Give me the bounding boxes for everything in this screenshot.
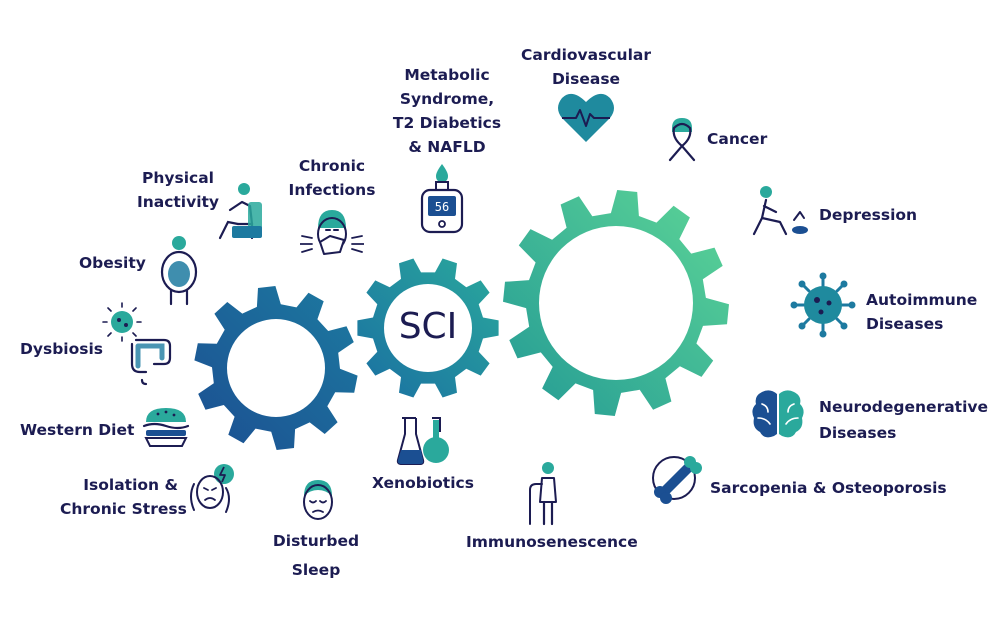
- label-depression: Depression: [819, 206, 918, 224]
- obese-person-icon: [160, 236, 198, 306]
- intestine-microbe-icon: [102, 302, 172, 386]
- center-label: SCI: [398, 306, 458, 347]
- glucose-meter-icon: 56: [420, 164, 464, 234]
- sad-sitting-person-icon: [752, 186, 808, 236]
- brain-icon: [752, 390, 804, 438]
- label-obesity: Obesity: [79, 254, 146, 272]
- label-immunosenescence: Immunosenescence: [466, 533, 638, 551]
- label-xenobiotics: Xenobiotics: [372, 474, 474, 492]
- meter-reading: 56: [435, 200, 449, 214]
- label-western-diet: Western Diet: [20, 421, 135, 439]
- bone-icon: [652, 456, 702, 504]
- virus-icon: [790, 272, 856, 338]
- sneezing-face-icon: [300, 210, 364, 255]
- label-dysbiosis: Dysbiosis: [20, 340, 104, 358]
- awareness-ribbon-icon: [668, 118, 696, 162]
- right-gear: [503, 190, 729, 416]
- center-gear: [357, 258, 499, 398]
- person-in-chair-icon: [218, 183, 262, 240]
- burger-icon: [142, 408, 190, 447]
- chemistry-flasks-icon: [396, 417, 449, 465]
- label-cancer: Cancer: [707, 130, 768, 148]
- elderly-person-cane-icon: [529, 462, 557, 526]
- stressed-face-icon: [190, 464, 234, 513]
- label-isolation-stress: Isolation &Chronic Stress: [60, 476, 187, 518]
- label-sarcopenia: Sarcopenia & Osteoporosis: [710, 479, 947, 497]
- left-gear: [194, 286, 358, 450]
- tired-face-icon: [303, 480, 333, 520]
- heart-pulse-icon: [558, 93, 614, 142]
